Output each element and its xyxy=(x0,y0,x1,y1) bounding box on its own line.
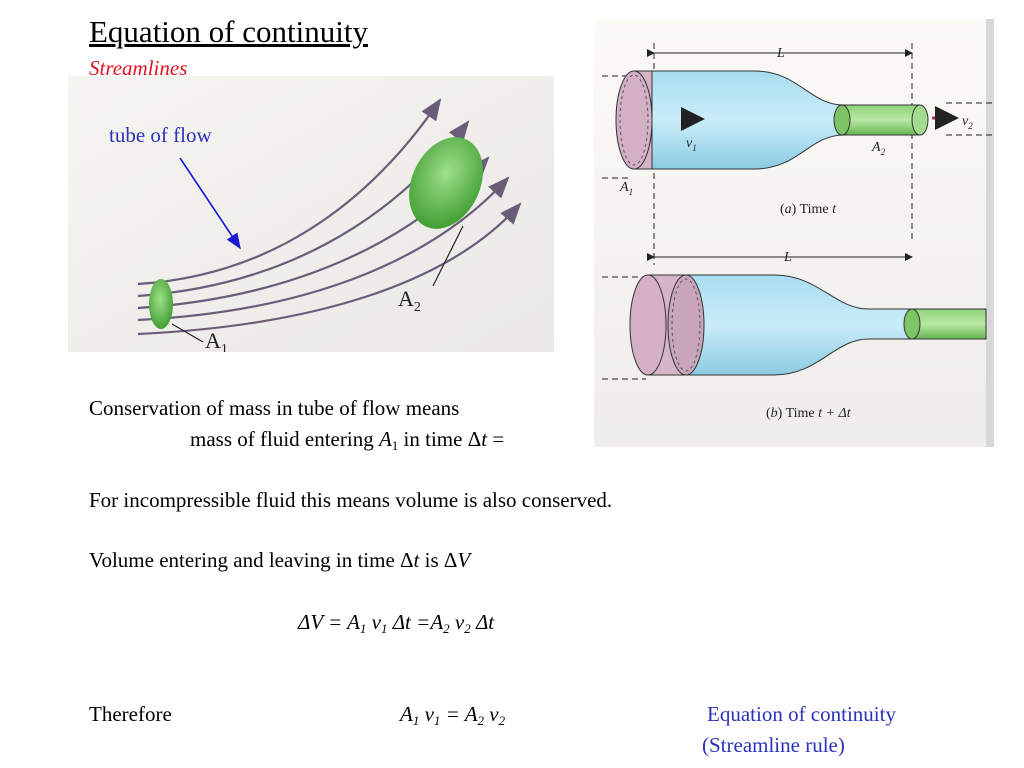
a2-leader-line xyxy=(432,225,464,287)
green-face-left-a xyxy=(833,104,851,136)
therefore-label: Therefore xyxy=(89,702,172,726)
incompressible-line: For incompressible fluid this means volu… xyxy=(89,488,613,512)
page-title: Equation of continuity xyxy=(89,14,368,49)
cross-section-a1 xyxy=(149,279,173,329)
label-v1: v1 xyxy=(686,136,697,153)
green-face-left-b xyxy=(903,308,921,340)
volume-equation: ΔV = A1 v1 Δt =A2 v2 Δt xyxy=(298,610,495,636)
streamline-5 xyxy=(137,202,522,336)
streamline-4 xyxy=(137,176,510,322)
left-label-a2: A2 xyxy=(398,286,421,315)
pink-face-left-b xyxy=(629,274,667,376)
length-label-b: L xyxy=(783,250,792,265)
conservation-line: Conservation of mass in tube of flow mea… xyxy=(89,396,460,420)
mass-entering-line: mass of fluid entering A1 in time Δt = xyxy=(190,427,505,453)
tube-of-flow-label: tube of flow xyxy=(109,123,212,147)
label-v2: v2 xyxy=(962,114,973,131)
green-fluid-b xyxy=(911,308,987,340)
figure-background xyxy=(68,76,554,352)
pink-face-a xyxy=(615,70,653,170)
panel-b-caption: (b) Time t + Δt xyxy=(766,406,852,421)
rule-name-line1: Equation of continuity xyxy=(707,702,896,726)
green-fluid-a xyxy=(841,104,921,136)
tube-pointer-arrow xyxy=(179,157,241,250)
pipe-flow-figure: L v1 v2 A2 A1 (a) Time t L (b) Time t + … xyxy=(594,19,994,447)
pink-face-dash-a xyxy=(619,74,649,166)
left-label-a1: A1 xyxy=(205,328,228,352)
page-edge xyxy=(986,19,994,447)
right-label-a2: A2 xyxy=(871,140,886,157)
length-label-a: L xyxy=(776,46,785,61)
pink-face-dash-b xyxy=(671,278,701,372)
cross-section-a2 xyxy=(409,137,483,229)
tube-of-flow-figure: A1 A2 xyxy=(68,76,554,352)
a1-leader-line xyxy=(171,323,204,343)
volume-line: Volume entering and leaving in time Δt i… xyxy=(89,548,471,572)
green-face-right-a xyxy=(911,104,929,136)
rule-name-line2: (Streamline rule) xyxy=(702,733,845,757)
panel-a-caption: (a) Time t xyxy=(780,202,837,217)
streamline-1 xyxy=(137,98,442,286)
pink-face-right-b xyxy=(667,274,705,376)
right-label-a1: A1 xyxy=(619,180,633,197)
continuity-equation: A1 v1 = A2 v2 xyxy=(400,702,506,728)
